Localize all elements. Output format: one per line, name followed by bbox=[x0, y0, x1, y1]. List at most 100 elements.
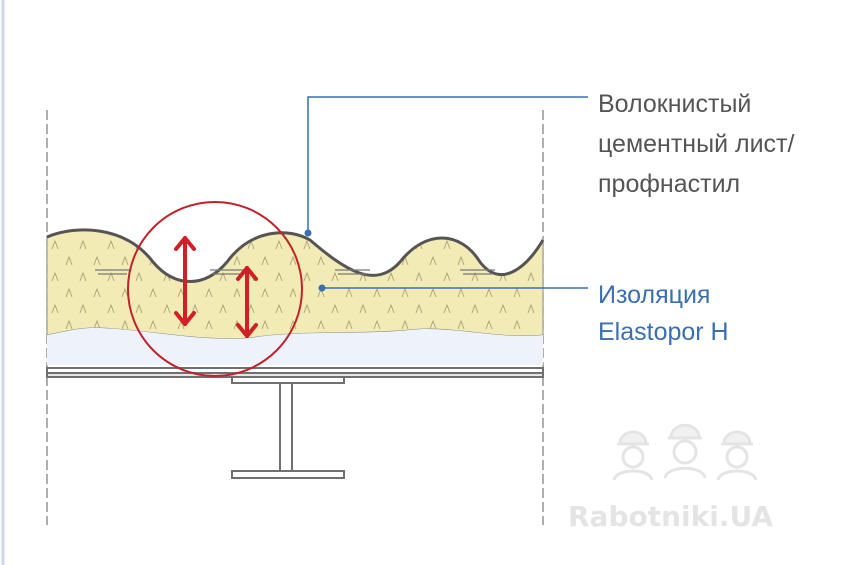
lambda-mark bbox=[527, 239, 535, 250]
insulation-label-line2: Elastopor H bbox=[598, 318, 729, 346]
lambda-mark bbox=[65, 255, 73, 266]
lambda-mark bbox=[373, 319, 381, 330]
lambda-mark bbox=[233, 287, 241, 298]
lambda-mark bbox=[429, 255, 437, 266]
watermark-logo bbox=[612, 423, 758, 481]
lambda-mark bbox=[205, 287, 213, 298]
lambda-mark bbox=[51, 271, 59, 282]
lambda-mark bbox=[359, 303, 367, 314]
lambda-mark bbox=[79, 239, 87, 250]
lambda-mark bbox=[219, 303, 227, 314]
lambda-mark bbox=[79, 303, 87, 314]
bottom-lining-sheet bbox=[47, 327, 543, 365]
insulation-leader-dot bbox=[318, 284, 326, 292]
lambda-mark bbox=[513, 319, 521, 330]
lambda-mark bbox=[149, 319, 157, 330]
lambda-mark bbox=[527, 303, 535, 314]
lambda-mark bbox=[79, 271, 87, 282]
lambda-mark bbox=[485, 287, 493, 298]
lambda-mark bbox=[121, 287, 129, 298]
lambda-mark bbox=[373, 287, 381, 298]
lambda-mark bbox=[429, 287, 437, 298]
lambda-mark bbox=[191, 303, 199, 314]
insulation-dash-marks bbox=[95, 269, 495, 275]
lambda-mark bbox=[317, 319, 325, 330]
lambda-mark bbox=[387, 239, 395, 250]
lambda-mark bbox=[205, 319, 213, 330]
lambda-mark bbox=[513, 255, 521, 266]
lambda-mark bbox=[387, 303, 395, 314]
highlight-circle bbox=[127, 201, 303, 377]
lambda-mark bbox=[107, 303, 115, 314]
thickness-arrow-trough bbox=[236, 266, 258, 338]
corrugated-sheet bbox=[46, 228, 545, 283]
insulation-label-line1: Изоляция bbox=[598, 281, 710, 309]
purlin-plate bbox=[46, 367, 544, 378]
steel-i-beam bbox=[231, 376, 345, 479]
lambda-mark bbox=[345, 287, 353, 298]
lambda-mark bbox=[261, 255, 269, 266]
lambda-mark bbox=[471, 239, 479, 250]
lambda-mark bbox=[163, 239, 171, 250]
lambda-mark bbox=[135, 271, 143, 282]
lambda-mark bbox=[499, 239, 507, 250]
lambda-mark bbox=[275, 303, 283, 314]
lambda-mark bbox=[401, 319, 409, 330]
lambda-mark bbox=[513, 287, 521, 298]
lambda-mark bbox=[107, 239, 115, 250]
lambda-mark bbox=[261, 287, 269, 298]
lambda-mark bbox=[317, 255, 325, 266]
lambda-mark bbox=[499, 303, 507, 314]
lambda-mark bbox=[429, 319, 437, 330]
sheet-label-line1: Волокнистый bbox=[598, 90, 751, 118]
lambda-mark bbox=[163, 303, 171, 314]
lambda-mark bbox=[527, 271, 535, 282]
lambda-mark bbox=[289, 319, 297, 330]
lambda-mark bbox=[93, 319, 101, 330]
lambda-mark bbox=[303, 271, 311, 282]
lambda-mark bbox=[261, 319, 269, 330]
lambda-mark bbox=[93, 255, 101, 266]
lambda-mark bbox=[275, 271, 283, 282]
watermark-text: Rabotniki.UA bbox=[568, 500, 773, 533]
lambda-mark bbox=[485, 319, 493, 330]
lambda-mark bbox=[121, 319, 129, 330]
lambda-mark bbox=[359, 239, 367, 250]
lambda-mark bbox=[303, 303, 311, 314]
lambda-mark bbox=[65, 319, 73, 330]
lambda-mark bbox=[135, 303, 143, 314]
sheet-leader-dot bbox=[304, 229, 312, 237]
lambda-mark bbox=[387, 271, 395, 282]
lambda-mark bbox=[443, 271, 451, 282]
lambda-mark bbox=[219, 239, 227, 250]
lambda-mark bbox=[303, 239, 311, 250]
lambda-mark bbox=[51, 303, 59, 314]
lambda-mark bbox=[345, 255, 353, 266]
lambda-mark bbox=[289, 255, 297, 266]
lambda-mark bbox=[233, 255, 241, 266]
lambda-mark bbox=[471, 303, 479, 314]
lambda-mark bbox=[219, 271, 227, 282]
lambda-mark bbox=[275, 239, 283, 250]
sheet-label-line3: профнастил bbox=[598, 170, 740, 198]
lambda-mark bbox=[121, 255, 129, 266]
lambda-mark bbox=[93, 287, 101, 298]
lambda-mark bbox=[331, 239, 339, 250]
lambda-mark bbox=[331, 271, 339, 282]
lambda-mark bbox=[443, 303, 451, 314]
lambda-mark bbox=[65, 287, 73, 298]
lambda-mark bbox=[331, 303, 339, 314]
lambda-mark bbox=[415, 271, 423, 282]
sheet-leader-line bbox=[307, 96, 588, 233]
lambda-mark bbox=[149, 287, 157, 298]
lambda-mark bbox=[457, 287, 465, 298]
lambda-mark bbox=[415, 303, 423, 314]
lambda-mark bbox=[289, 287, 297, 298]
lambda-mark bbox=[51, 239, 59, 250]
lambda-mark bbox=[373, 255, 381, 266]
lambda-mark bbox=[401, 287, 409, 298]
lambda-mark bbox=[443, 239, 451, 250]
thickness-arrow-crest bbox=[174, 236, 196, 326]
lambda-mark bbox=[457, 255, 465, 266]
lambda-mark bbox=[107, 271, 115, 282]
